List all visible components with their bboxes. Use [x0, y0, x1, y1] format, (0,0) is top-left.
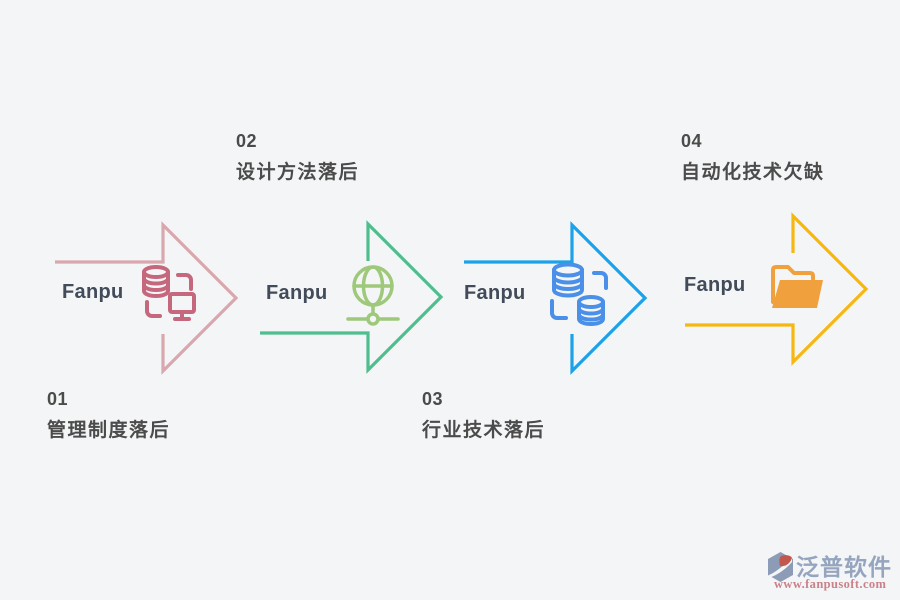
step3-brand-label: Fanpu — [464, 282, 526, 304]
step4-number: 04 — [681, 131, 703, 151]
footer-logo-text: 泛普软件 — [796, 554, 892, 580]
step1-label: 管理制度落后 — [47, 420, 171, 441]
step1-number: 01 — [47, 389, 69, 409]
step4-brand-label: Fanpu — [684, 274, 746, 296]
footer-website-link[interactable]: www.fanpusoft.com — [774, 577, 887, 591]
step2-label: 设计方法落后 — [236, 162, 360, 183]
fanpu-logo-icon — [768, 552, 793, 582]
step2-number: 02 — [236, 131, 258, 151]
step3-label: 行业技术落后 — [422, 420, 546, 441]
step3-arrow-shape — [464, 221, 648, 375]
database-sync-icon — [550, 262, 608, 326]
step1-brand-label: Fanpu — [62, 281, 124, 303]
step2-caption: 02 设计方法落后 — [236, 131, 359, 184]
open-folder-icon — [771, 265, 823, 308]
step4-label: 自动化技术欠缺 — [681, 162, 825, 183]
step1-arrow-shape — [55, 221, 239, 375]
step3-caption: 03 行业技术落后 — [422, 389, 545, 442]
step4-caption: 04 自动化技术欠缺 — [681, 131, 825, 184]
step2-brand-label: Fanpu — [266, 282, 328, 304]
step3-number: 03 — [422, 389, 444, 409]
step4-arrow-shape — [685, 212, 869, 366]
step1-caption: 01 管理制度落后 — [47, 389, 170, 442]
globe-network-icon — [346, 265, 400, 326]
step2-arrow-shape — [260, 220, 444, 374]
database-monitor-sync-icon — [142, 265, 196, 321]
